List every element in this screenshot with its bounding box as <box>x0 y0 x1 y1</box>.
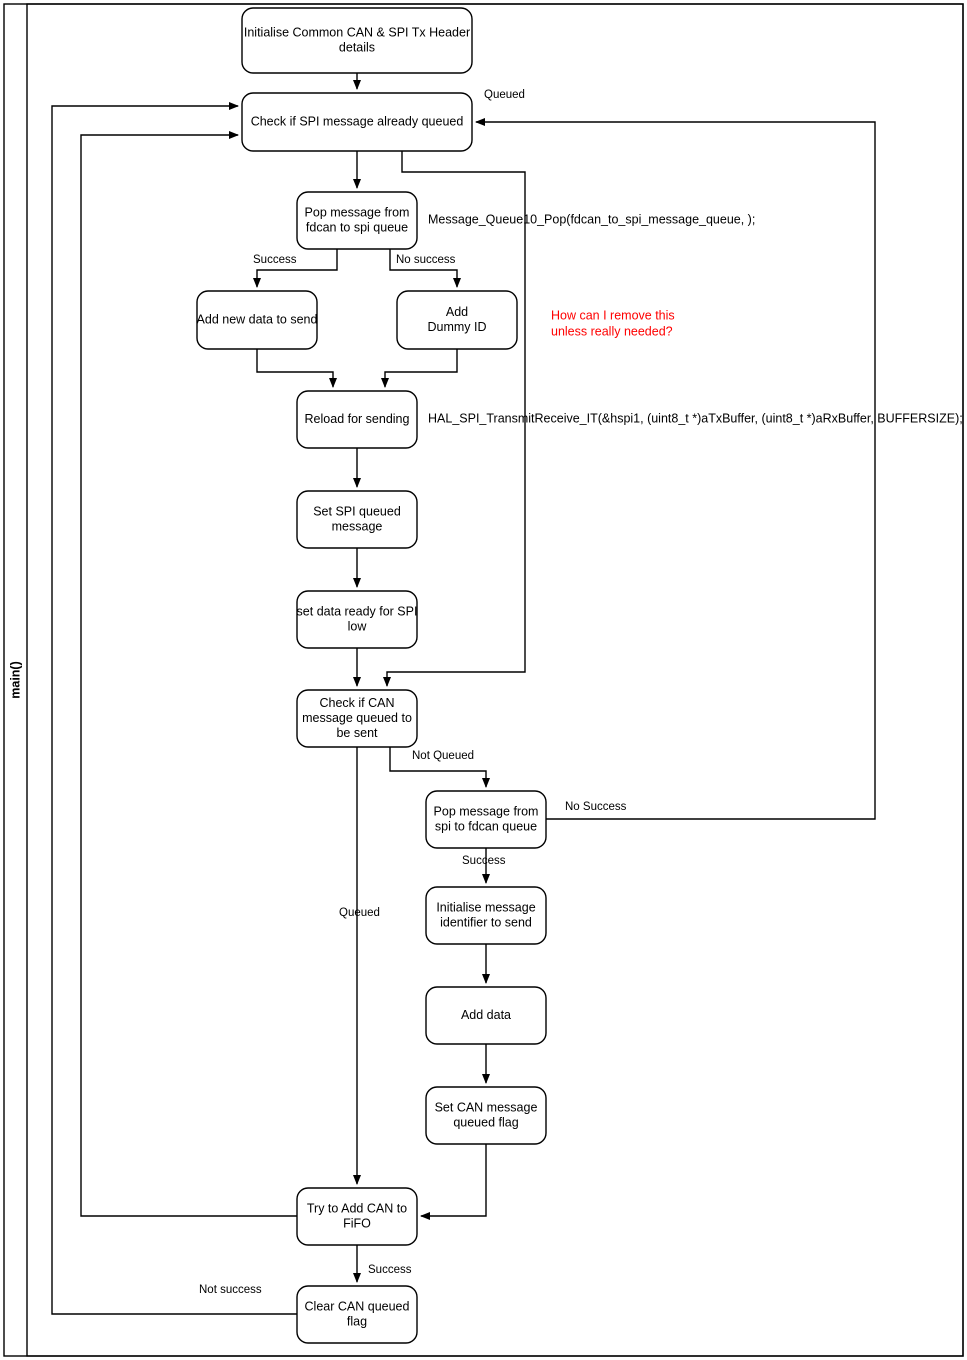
node-shape-reload <box>296 390 418 449</box>
node-label-check_spi: Check if SPI message already queued <box>251 114 464 128</box>
annotation-red_question: How can I remove this <box>551 308 675 322</box>
annotation-layer: Message_Queue10_Pop(fdcan_to_spi_message… <box>428 212 963 425</box>
edge-label-lbl_not_queued: Not Queued <box>412 750 474 762</box>
node-label-add_data: Add data <box>461 1008 511 1022</box>
node-shape-clear_can_flag <box>296 1285 418 1344</box>
node-label-check_can: message queued to <box>302 711 412 725</box>
edge-label-lbl_not_success: Not success <box>199 1284 262 1296</box>
node-shape-pop_spi_fdcan <box>425 790 547 849</box>
lane-outer_border <box>3 3 964 1357</box>
node-label-check_can: be sent <box>336 726 378 740</box>
node-label-pop_spi_fdcan: spi to fdcan queue <box>435 819 537 833</box>
node-label-init_msg_id: Initialise message <box>436 900 535 914</box>
edge-label-lbl_queued_spi: Queued <box>484 89 525 101</box>
annotation-red_question: unless really needed? <box>551 324 673 338</box>
node-label-init: Initialise Common CAN & SPI Tx Header <box>244 25 470 39</box>
node-check_spi[interactable]: Check if SPI message already queued <box>241 92 473 152</box>
node-label-add_new_data: Add new data to send <box>197 312 318 326</box>
edge-label-lbl_queued_can: Queued <box>339 907 380 919</box>
node-shape-add_data <box>425 986 547 1045</box>
edge-label-lbl_success_fifo: Success <box>368 1264 412 1276</box>
edge-e_pop_nosuccess <box>389 249 461 288</box>
node-add_new_data[interactable]: Add new data to send <box>196 290 318 350</box>
node-label-check_can: Check if CAN <box>319 696 394 710</box>
edge-e_pop_success <box>253 249 338 288</box>
node-label-clear_can_flag: flag <box>347 1314 367 1328</box>
node-shape-add_new_data <box>196 290 318 350</box>
node-shape-set_can_flag <box>425 1086 547 1145</box>
edge-e_dummy_to_reload <box>381 349 458 388</box>
node-shape-init <box>241 7 473 74</box>
connector-layer <box>51 73 876 1315</box>
swimlane-layer <box>3 3 964 1357</box>
node-label-reload: Reload for sending <box>305 412 410 426</box>
edge-e_pop2_nosuccess <box>475 118 876 820</box>
code-note-note_queue_pop: Message_Queue10_Pop(fdcan_to_spi_message… <box>428 212 755 226</box>
edge-e_checkspi_to_checkcan <box>383 151 526 687</box>
node-init[interactable]: Initialise Common CAN & SPI Tx Headerdet… <box>241 7 473 74</box>
edge-e_addnew_to_reload <box>256 349 337 388</box>
node-label-pop_fdcan_spi: Pop message from <box>305 205 410 219</box>
edge-e_checkcan_notqueued <box>389 747 490 788</box>
node-shape-check_can <box>296 689 418 748</box>
node-label-init: details <box>339 40 375 54</box>
node-layer: Initialise Common CAN & SPI Tx Headerdet… <box>196 7 547 1344</box>
edge-e_setcan_to_fifo <box>420 1144 487 1220</box>
node-shape-init_msg_id <box>425 886 547 945</box>
node-shape-set_spi_queued <box>296 490 418 549</box>
node-shape-set_data_ready <box>296 590 418 649</box>
node-label-pop_fdcan_spi: fdcan to spi queue <box>306 220 408 234</box>
node-shape-pop_fdcan_spi <box>296 191 418 250</box>
node-label-clear_can_flag: Clear CAN queued <box>305 1299 410 1313</box>
edge-e_fifo_notqueued_back <box>80 131 297 1217</box>
node-label-set_data_ready: set data ready for SPI <box>297 604 418 618</box>
node-shape-check_spi <box>241 92 473 152</box>
node-shape-try_add_fifo <box>296 1187 418 1246</box>
lane-main_lane <box>26 3 964 1357</box>
node-label-try_add_fifo: Try to Add CAN to <box>307 1201 407 1215</box>
node-label-set_data_ready: low <box>348 619 368 633</box>
node-shape-add_dummy <box>396 290 518 350</box>
node-reload[interactable]: Reload for sending <box>296 390 418 449</box>
node-label-init_msg_id: identifier to send <box>440 915 532 929</box>
node-label-set_spi_queued: message <box>332 519 383 533</box>
code-note-note_hal_spi: HAL_SPI_TransmitReceive_IT(&hspi1, (uint… <box>428 411 963 425</box>
node-label-set_can_flag: Set CAN message <box>435 1100 538 1114</box>
node-label-pop_spi_fdcan: Pop message from <box>434 804 539 818</box>
node-label-add_dummy: Add <box>446 305 468 319</box>
edge-e_clearflag_back <box>51 102 297 1315</box>
node-label-set_can_flag: queued flag <box>453 1115 518 1129</box>
node-label-add_dummy: Dummy ID <box>427 320 486 334</box>
edge-label-lbl_success_pop2: Success <box>462 855 506 867</box>
node-label-try_add_fifo: FiFO <box>343 1216 371 1230</box>
lane-title-main: main() <box>8 661 22 699</box>
node-label-set_spi_queued: Set SPI queued <box>313 504 401 518</box>
edge-label-lbl_success_pop: Success <box>253 254 297 266</box>
node-add_data[interactable]: Add data <box>425 986 547 1045</box>
edge-label-lbl_no_success_2: No Success <box>565 801 627 813</box>
edge-label-lbl_nosuccess_pop: No success <box>396 254 456 266</box>
